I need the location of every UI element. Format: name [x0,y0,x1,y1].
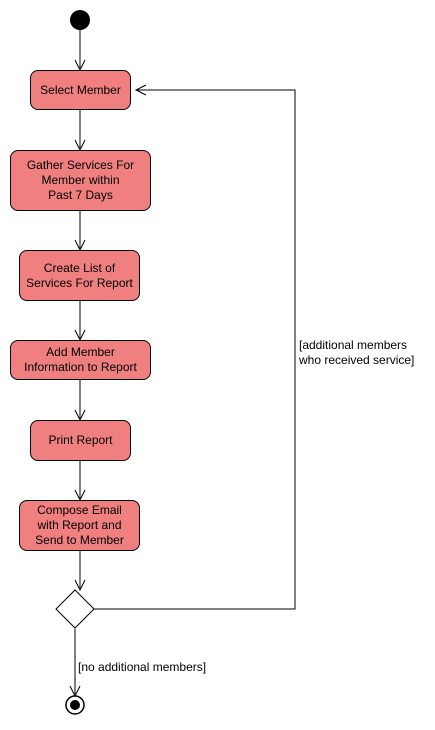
action-print-report: Print Report [30,420,131,461]
action-add-member-info: Add Member Information to Report [10,340,151,380]
action-gather-services: Gather Services For Member within Past 7… [10,150,151,211]
action-compose-email: Compose Email with Report and Send to Me… [19,500,140,551]
guard-loop-back: [additional members who received service… [299,338,415,367]
initial-node [70,10,90,30]
action-select-member: Select Member [30,70,131,110]
guard-exit: [no additional members] [78,660,207,674]
arrowhead-decision [74,579,86,592]
flow-loop-back [94,89,296,610]
decision-node [55,589,95,629]
action-create-list: Create List of Services For Report [19,250,140,301]
final-node-inner [70,700,80,710]
arrowhead-loop-back [134,84,147,96]
